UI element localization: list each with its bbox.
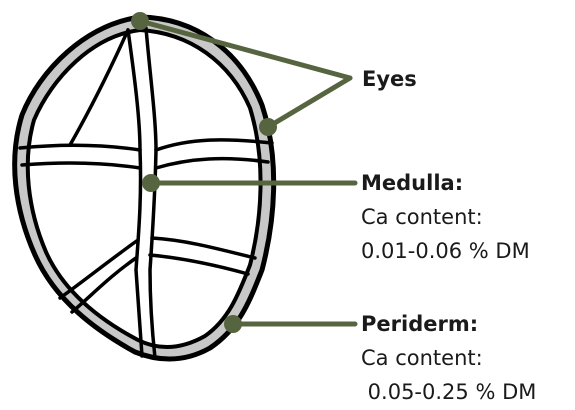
periderm-label: Periderm: [361,311,478,337]
eyes-pointer-side [268,78,350,127]
medulla-ca-value: 0.01-0.06 % DM [361,238,530,264]
medulla-label: Medulla: [361,170,463,196]
eyes-side-dot [259,118,277,136]
medulla-ca-label: Ca content: [361,204,483,230]
periderm-ca-value: 0.05-0.25 % DM [361,379,536,405]
periderm-ca-label: Ca content: [361,345,483,371]
medulla-dot [142,174,160,192]
periderm-dot [224,315,242,333]
eyes-label: Eyes [362,66,417,92]
eyes-top-dot [131,12,149,30]
